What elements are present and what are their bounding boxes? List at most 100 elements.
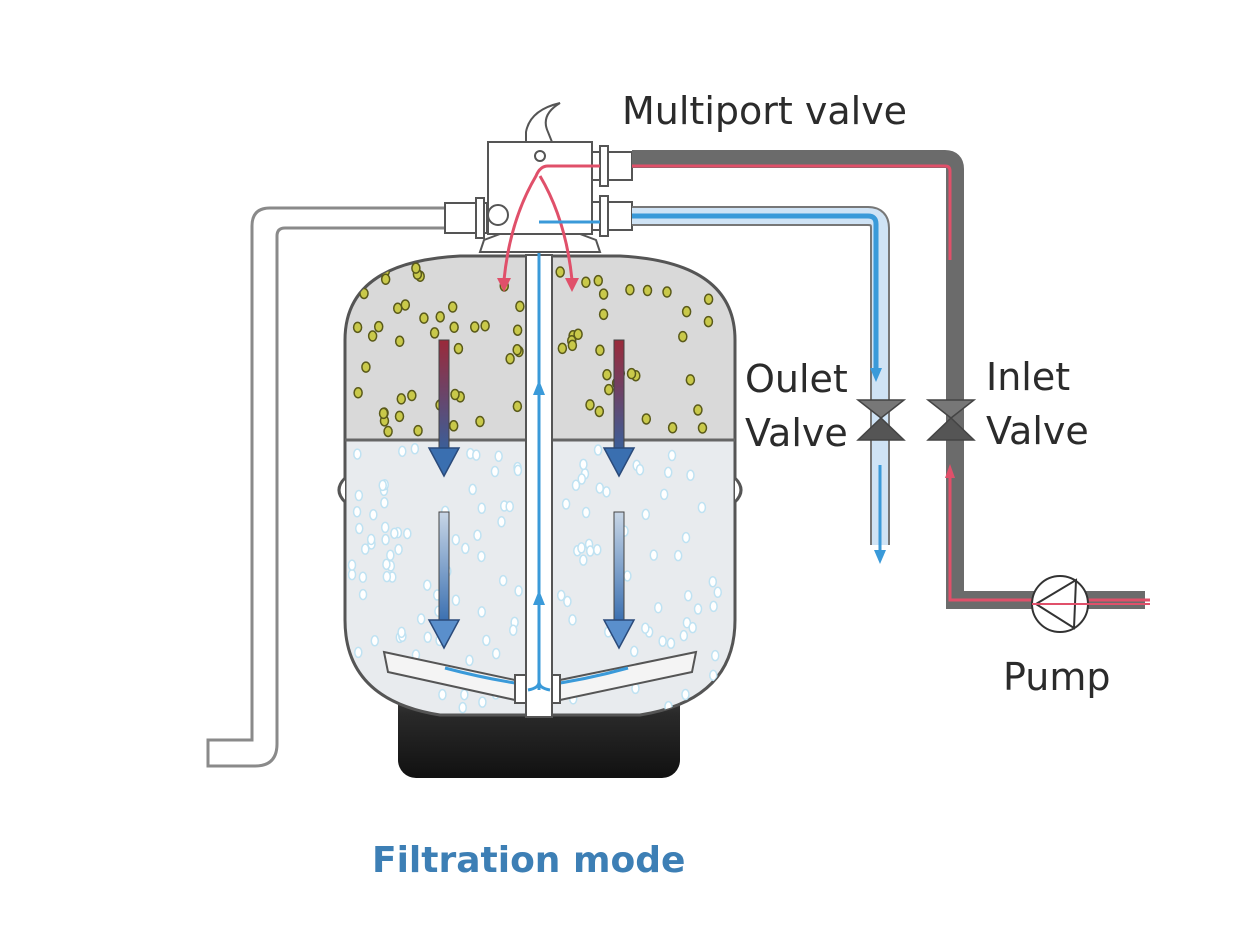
gravel-bubble	[581, 506, 591, 519]
gravel-bubble	[688, 621, 697, 634]
gravel-bubble	[458, 701, 467, 714]
sand-grain	[361, 361, 371, 373]
sand-grain	[394, 410, 405, 423]
gravel-bubble	[577, 542, 586, 554]
gravel-bubble	[477, 606, 486, 618]
gravel-bubble	[478, 696, 487, 708]
gravel-bubble	[394, 543, 403, 556]
gravel-bubble	[460, 688, 469, 701]
label-inlet-valve-line1: Inlet	[986, 355, 1070, 399]
gravel-bubble	[369, 509, 378, 521]
gravel-bubble	[382, 570, 392, 583]
gravel-bubble	[658, 635, 667, 647]
label-outlet-valve-line1: Oulet	[745, 357, 848, 401]
sand-grain	[598, 288, 609, 300]
gravel-bubble	[666, 637, 676, 650]
gravel-bubble	[354, 522, 364, 535]
gravel-bubble	[649, 549, 659, 561]
gravel-bubble	[349, 696, 358, 709]
sand-grain	[593, 274, 604, 287]
gravel-bubble	[709, 600, 718, 613]
sand-grain	[380, 273, 391, 286]
gravel-bubble	[353, 448, 362, 460]
diagram-title: Filtration mode	[372, 840, 685, 881]
gravel-bubble	[568, 614, 577, 626]
gravel-bubble	[370, 635, 380, 647]
inlet-valve-icon[interactable]	[925, 399, 977, 441]
gravel-bubble	[423, 631, 432, 644]
gravel-bubble	[380, 521, 390, 534]
gravel-bubble	[683, 590, 693, 602]
sand-grain	[392, 302, 403, 315]
valve-handle-icon	[525, 102, 561, 143]
gravel-bubble	[681, 688, 690, 701]
sand-grain	[367, 330, 378, 342]
gravel-bubble	[477, 550, 486, 563]
gravel-bubble	[593, 544, 602, 556]
label-multiport-valve: Multiport valve	[622, 89, 907, 133]
gravel-bubble	[380, 496, 389, 509]
sand-grain	[353, 387, 363, 399]
sand-grain	[625, 284, 635, 296]
gravel-bubble	[505, 500, 514, 513]
sand-grain	[413, 424, 423, 437]
gravel-bubble	[679, 629, 689, 642]
gravel-bubble	[490, 465, 500, 478]
gravel-bubble	[579, 554, 588, 566]
sand-grain	[678, 330, 688, 343]
pump-icon[interactable]	[1031, 575, 1150, 633]
sand-grain	[394, 335, 405, 348]
gravel-bubble	[390, 527, 399, 540]
gravel-bubble	[465, 654, 474, 667]
gravel-bubble	[641, 622, 650, 634]
sand-grain	[662, 286, 672, 298]
gravel-bubble	[579, 458, 588, 471]
gravel-bubble	[585, 545, 595, 557]
gravel-bubble	[629, 645, 639, 658]
label-inlet-valve-line2: Valve	[986, 409, 1089, 453]
sand-grain	[396, 393, 407, 405]
sand-grain	[512, 324, 523, 336]
sand-grain	[512, 400, 523, 413]
gravel-bubble	[438, 688, 447, 701]
outlet-pipe	[539, 206, 890, 564]
gravel-bubble	[358, 571, 368, 583]
gravel-bubble	[398, 445, 407, 458]
gravel-bubble	[352, 506, 362, 518]
gravel-bubble	[477, 502, 486, 515]
gravel-bubble	[561, 498, 571, 510]
sand-grain	[373, 320, 384, 333]
sand-grain	[419, 312, 429, 324]
gravel-bubble	[461, 542, 470, 555]
sand-grain	[453, 342, 464, 355]
gravel-bubble	[577, 473, 586, 485]
gravel-bubble	[451, 533, 461, 546]
sand-grain	[693, 404, 703, 416]
gravel-bubble	[382, 558, 391, 571]
outlet-valve-icon[interactable]	[855, 399, 907, 441]
sand-grain	[352, 321, 363, 334]
gravel-bubble	[403, 527, 412, 540]
gravel-bubble	[563, 595, 572, 608]
gravel-bubble	[713, 586, 722, 599]
gravel-bubble	[593, 444, 603, 456]
sand-grain	[681, 305, 692, 318]
gravel-bubble	[451, 594, 461, 606]
gravel-bubble	[697, 501, 707, 514]
sand-grain	[359, 287, 369, 300]
gravel-bubble	[641, 508, 651, 521]
gravel-bubble	[468, 483, 477, 496]
sand-grain	[604, 383, 614, 396]
gravel-bubble	[358, 588, 368, 601]
sand-grain	[703, 315, 714, 328]
gravel-bubble	[513, 464, 523, 477]
gravel-bubble	[472, 449, 481, 461]
gravel-bubble	[681, 531, 691, 544]
sand-grain	[469, 321, 480, 333]
gravel-bubble	[595, 482, 604, 494]
gravel-bubble	[667, 449, 677, 462]
gravel-bubble	[397, 626, 406, 639]
gravel-bubble	[494, 450, 503, 463]
waste-pipe	[206, 206, 445, 768]
gravel-bubble	[556, 589, 566, 602]
